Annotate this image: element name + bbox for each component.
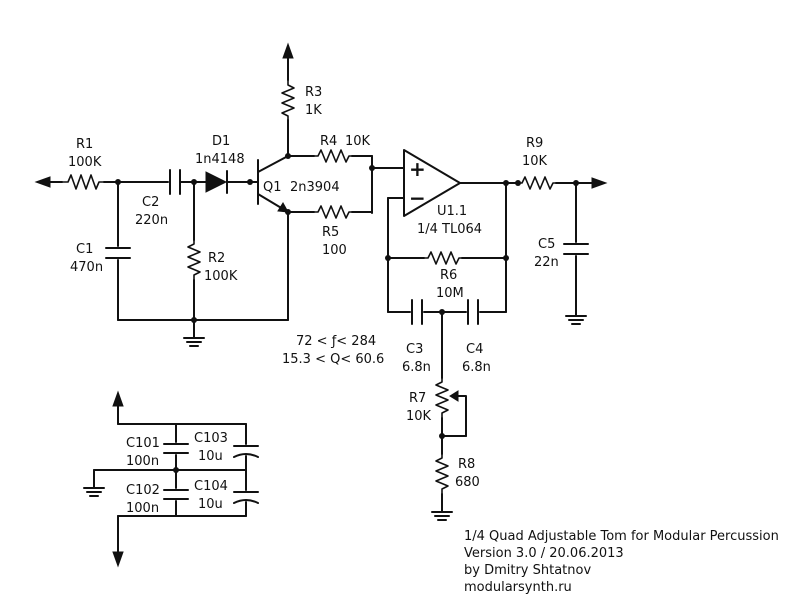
ground-symbol-c5 [565,315,587,325]
label-r9-ref: R9 [526,136,543,151]
frequency-range: 72 < ƒ< 284 [296,334,376,349]
label-d1-val: 1n4148 [195,152,245,167]
label-r5-val: 100 [322,243,347,258]
ground-symbol [183,337,205,347]
opamp-plus: + [409,157,426,181]
label-c103-ref: C103 [194,431,228,446]
label-r7-ref: R7 [409,391,426,406]
capacitor-c2 [169,169,181,195]
resistor-r8 [435,453,449,495]
label-c4-val: 6.8n [462,360,491,375]
label-r1-val: 100K [68,155,102,170]
label-c101-ref: C101 [126,436,160,451]
label-c103-val: 10u [198,449,223,464]
resistor-r4 [313,149,353,163]
label-q1-val: 2n3904 [290,180,340,195]
supply-arrow-up [282,42,294,59]
label-r6-val: 10M [436,286,464,301]
resistor-r5 [313,205,353,219]
label-c1-ref: C1 [76,242,93,257]
diode-d1 [205,170,228,194]
label-r3-ref: R3 [305,85,322,100]
label-q1-ref: Q1 [263,180,282,195]
label-c104-ref: C104 [194,479,228,494]
label-c101-val: 100n [126,454,159,469]
label-d1-ref: D1 [212,134,230,149]
credits-author: by Dmitry Shtatnov [464,563,591,578]
opamp-u1 [403,149,461,217]
label-r9-val: 10K [522,154,548,169]
q-range: 15.3 < Q< 60.6 [282,352,384,367]
label-r5-ref: R5 [322,225,339,240]
transistor-q1 [257,155,289,213]
credits-site: modularsynth.ru [464,580,572,595]
resistor-r3 [281,79,295,121]
capacitor-c4 [467,299,479,325]
label-r2-val: 100K [204,269,238,284]
output-arrow [591,177,608,189]
label-r2-ref: R2 [208,251,225,266]
label-c3-val: 6.8n [402,360,431,375]
capacitor-c3 [411,299,423,325]
label-c104-val: 10u [198,497,223,512]
capacitor-c1 [105,247,131,259]
label-c102-ref: C102 [126,483,160,498]
capacitor-c5 [563,243,589,255]
label-c4-ref: C4 [466,342,483,357]
label-r8-ref: R8 [458,457,475,472]
label-r4-ref: R4 [320,134,337,149]
label-c2-val: 220n [135,213,168,228]
label-u1-val: 1/4 TL064 [417,222,482,237]
credits-version: Version 3.0 / 20.06.2013 [464,546,624,561]
power-decoupling [83,390,259,568]
resistor-r6 [423,251,463,265]
label-c102-val: 100n [126,501,159,516]
input-arrow [34,176,63,188]
label-r3-val: 1K [305,103,322,118]
label-c2-ref: C2 [142,195,159,210]
label-c1-val: 470n [70,260,103,275]
opamp-minus: − [409,186,426,210]
label-r7-val: 10K [406,409,432,424]
resistor-r9 [517,176,557,190]
ground-symbol-r8 [431,511,453,521]
label-r8-val: 680 [455,475,480,490]
label-c5-val: 22n [534,255,559,270]
label-c5-ref: C5 [538,237,555,252]
label-u1-ref: U1.1 [437,204,467,219]
resistor-r2 [187,239,201,281]
label-r6-ref: R6 [440,268,457,283]
resistor-r1 [61,174,105,190]
label-c3-ref: C3 [406,342,423,357]
label-r4-val: 10K [345,134,371,149]
potentiometer-r7 [435,377,449,419]
credits-title: 1/4 Quad Adjustable Tom for Modular Perc… [464,529,779,544]
label-r1-ref: R1 [76,137,93,152]
